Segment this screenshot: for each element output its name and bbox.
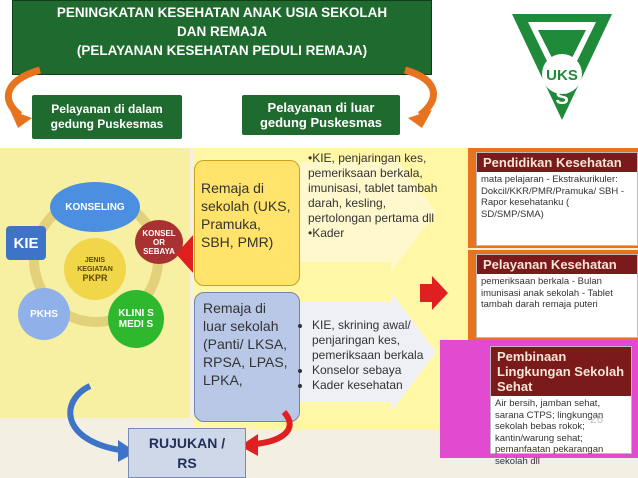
inside-line-1: Pelayanan di dalam: [51, 102, 163, 116]
title-line-1: PENINGKATAN KESEHATAN ANAK USIA SEKOLAH: [56, 5, 388, 20]
sekolah-activities: •KIE, penjaringan kes, pemeriksaan berka…: [308, 151, 438, 225]
title-line-3: (PELAYANAN KESEHATAN PEDULI REMAJA): [76, 43, 368, 58]
pelayanan-text: pemeriksaan berkala - Bulan imunisasi an…: [481, 276, 613, 310]
pembinaan-heading: Pembinaan Lingkungan Sekolah Sehat: [491, 347, 631, 396]
sekolah-activity-list: •KIE, penjaringan kes, pemeriksaan berka…: [308, 151, 438, 241]
rujukan-line-2: RS: [177, 455, 197, 471]
rujukan-rs-box: RUJUKAN / RS: [128, 428, 246, 478]
remaja-sekolah-box: Remaja di sekolah (UKS, Pramuka, SBH, PM…: [194, 160, 300, 286]
list-item: Konselor sebaya: [312, 363, 440, 378]
pembinaan-text: Air bersih, jamban sehat, sarana CTPS; l…: [495, 398, 604, 467]
curved-arrows: [4, 66, 437, 128]
pkpr-center: JENIS KEGIATAN PKPR: [64, 238, 126, 300]
uks-logo-letter: S: [555, 87, 568, 109]
center-line-1: JENIS: [84, 256, 106, 264]
pelayanan-box: Pelayanan Kesehatan pemeriksaan berkala …: [476, 254, 638, 338]
pkhs-node: PKHS: [18, 288, 70, 340]
pendidikan-box: Pendidikan Kesehatan mata pelajaran - Ek…: [476, 152, 638, 246]
page-number: 26: [590, 412, 604, 426]
pembinaan-box: Pembinaan Lingkungan Sekolah Sehat Air b…: [490, 346, 632, 467]
left-red-arrow-icon: [176, 234, 194, 274]
right-red-arrow-icon: [420, 276, 448, 310]
inside-service-box: Pelayanan di dalam gedung Puskesmas: [32, 95, 182, 139]
konselor-sebaya-node: KONSEL OR SEBAYA: [135, 220, 183, 264]
outside-service-box: Pelayanan di luar gedung Puskesmas: [242, 95, 400, 135]
konseling-node: KONSELING: [50, 182, 140, 232]
title-line-2: DAN REMAJA: [176, 24, 267, 39]
outside-line-1: Pelayanan di luar: [267, 100, 375, 115]
list-item: KIE, skrining awal/ penjaringan kes, pem…: [312, 318, 440, 363]
pelayanan-heading: Pelayanan Kesehatan: [477, 255, 637, 274]
page-title: PENINGKATAN KESEHATAN ANAK USIA SEKOLAH …: [12, 0, 432, 75]
center-line-3: PKPR: [82, 272, 108, 283]
sekolah-activities-tail: •Kader: [308, 226, 345, 240]
pendidikan-text: mata pelajaran - Ekstrakurikuler: Dokcil…: [481, 174, 625, 220]
outside-line-2: gedung Puskesmas: [259, 115, 383, 130]
arrow-bg-2: [296, 292, 436, 412]
uks-logo-text: UKS: [546, 67, 578, 84]
remaja-luar-sekolah-box: Remaja di luar sekolah (Panti/ LKSA, RPS…: [194, 292, 300, 422]
list-item: Kader kesehatan: [312, 378, 440, 393]
referral-arrows: [67, 383, 293, 462]
inside-line-2: gedung Puskesmas: [50, 117, 164, 131]
uks-logo-icon: UKS S: [508, 10, 616, 124]
luar-sekolah-activity-list: KIE, skrining awal/ penjaringan kes, pem…: [300, 318, 440, 393]
arrow-bg-1: [296, 152, 436, 272]
pendidikan-heading: Pendidikan Kesehatan: [477, 153, 637, 172]
klinis-medis-node: KLINI S MEDI S: [108, 290, 164, 348]
kie-node: KIE: [6, 226, 46, 260]
center-line-2: KEGIATAN: [77, 265, 113, 273]
arrow-head-left: [10, 110, 32, 128]
arrow-head-right: [408, 110, 432, 128]
rujukan-line-1: RUJUKAN /: [148, 435, 226, 451]
